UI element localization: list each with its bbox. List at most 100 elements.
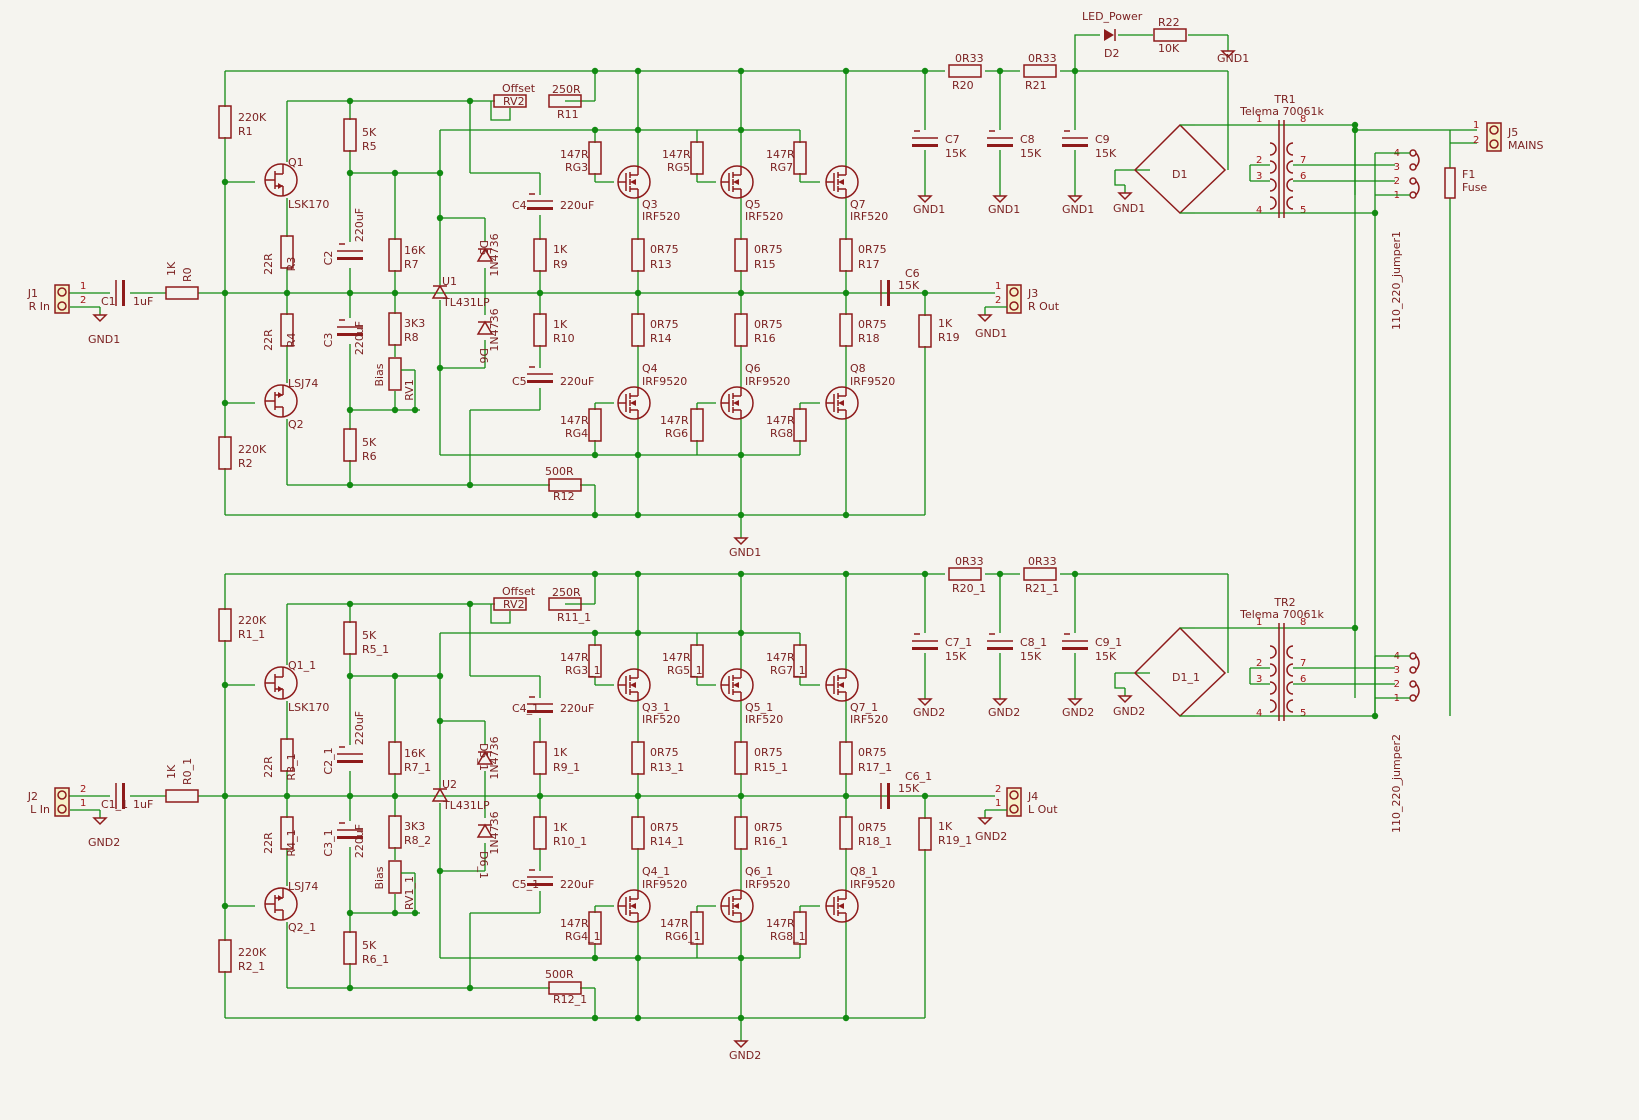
capacitor-plate <box>337 836 363 839</box>
terminal <box>57 301 67 311</box>
ground-label: GND1 <box>988 203 1020 216</box>
junction-dot <box>591 954 599 962</box>
cap-ref: C8 <box>1020 133 1035 146</box>
resistor-body <box>839 313 853 347</box>
pin-number: 1 <box>1473 120 1479 131</box>
resistor-body <box>218 939 232 973</box>
connector-value: L Out <box>1028 803 1058 816</box>
res-ref: R13_1 <box>650 761 684 774</box>
junction-dot <box>591 511 599 519</box>
junction-dot <box>737 792 745 800</box>
transistor-ref: Q2 <box>288 418 304 431</box>
res-ref: R9 <box>553 258 568 271</box>
terminal <box>1009 287 1019 297</box>
winding <box>1269 663 1277 677</box>
res-value: 0R33 <box>955 555 984 568</box>
junction-dot <box>466 481 474 489</box>
cap-value: 15K <box>1020 650 1042 663</box>
resistor-body <box>388 238 402 272</box>
res-value: 0R33 <box>1028 555 1057 568</box>
junction-dot <box>921 792 929 800</box>
res-ref: R14 <box>650 332 672 345</box>
pin-number: 3 <box>1394 162 1400 173</box>
winding <box>1269 699 1277 713</box>
capacitor-plate <box>337 333 363 336</box>
junction-dot <box>921 570 929 578</box>
terminal-block <box>54 787 70 817</box>
junction-dot <box>346 169 354 177</box>
mosfet-ref: Q6 <box>745 362 761 375</box>
junction-dot <box>411 909 419 917</box>
res-value: 220K <box>238 111 267 124</box>
winding <box>1269 142 1277 156</box>
winding <box>1286 196 1294 210</box>
res-ref: R20_1 <box>952 582 986 595</box>
resistor-body <box>493 94 527 108</box>
res-ref: R11 <box>557 108 579 121</box>
winding <box>1269 645 1277 659</box>
resistor-body <box>533 313 547 347</box>
resistor-body <box>588 911 602 945</box>
ground-symbol <box>917 195 933 204</box>
res-value: 1K <box>165 261 178 276</box>
cap-ref: C3_1 <box>322 829 335 856</box>
resistor-body <box>388 860 402 894</box>
junction-dot <box>1351 126 1359 134</box>
connector-value: R In <box>29 300 50 313</box>
res-ref: RG3 <box>565 161 588 174</box>
res-ref: R7 <box>404 258 419 271</box>
pin-number: 1 <box>1256 617 1262 628</box>
res-value: 3K3 <box>404 317 425 330</box>
jumper-pin <box>1409 666 1417 674</box>
res-value: 1K <box>553 318 568 331</box>
ground-symbol <box>1220 50 1236 59</box>
res-value: 250R <box>552 586 581 599</box>
resistor-body <box>388 741 402 775</box>
junction-dot <box>466 97 474 105</box>
res-ref: R22 <box>1158 16 1180 29</box>
resistor-body <box>793 408 807 442</box>
cap-ref: C4 <box>512 199 527 212</box>
winding <box>1286 645 1294 659</box>
cap-ref: C6 <box>905 267 920 280</box>
res-ref: R2_1 <box>238 960 265 973</box>
cap-value: 1uF <box>133 798 153 811</box>
junction-dot <box>634 126 642 134</box>
res-ref: R9_1 <box>553 761 580 774</box>
res-ref: R0_1 <box>181 758 194 785</box>
diode-ref: D5 <box>477 240 490 255</box>
resistor-body <box>793 911 807 945</box>
junction-dot <box>996 570 1004 578</box>
junction-dot <box>591 1014 599 1022</box>
pin-number: 2 <box>80 295 86 306</box>
junction-dot <box>436 214 444 222</box>
resistor-body <box>839 238 853 272</box>
res-value: 22R <box>262 832 275 854</box>
res-value: 5K <box>362 126 377 139</box>
res-ref: R12 <box>553 490 575 503</box>
junction-dot <box>436 169 444 177</box>
res-ref: R4_1 <box>285 829 298 856</box>
jumper-link <box>1415 683 1420 699</box>
arrow <box>733 903 739 909</box>
